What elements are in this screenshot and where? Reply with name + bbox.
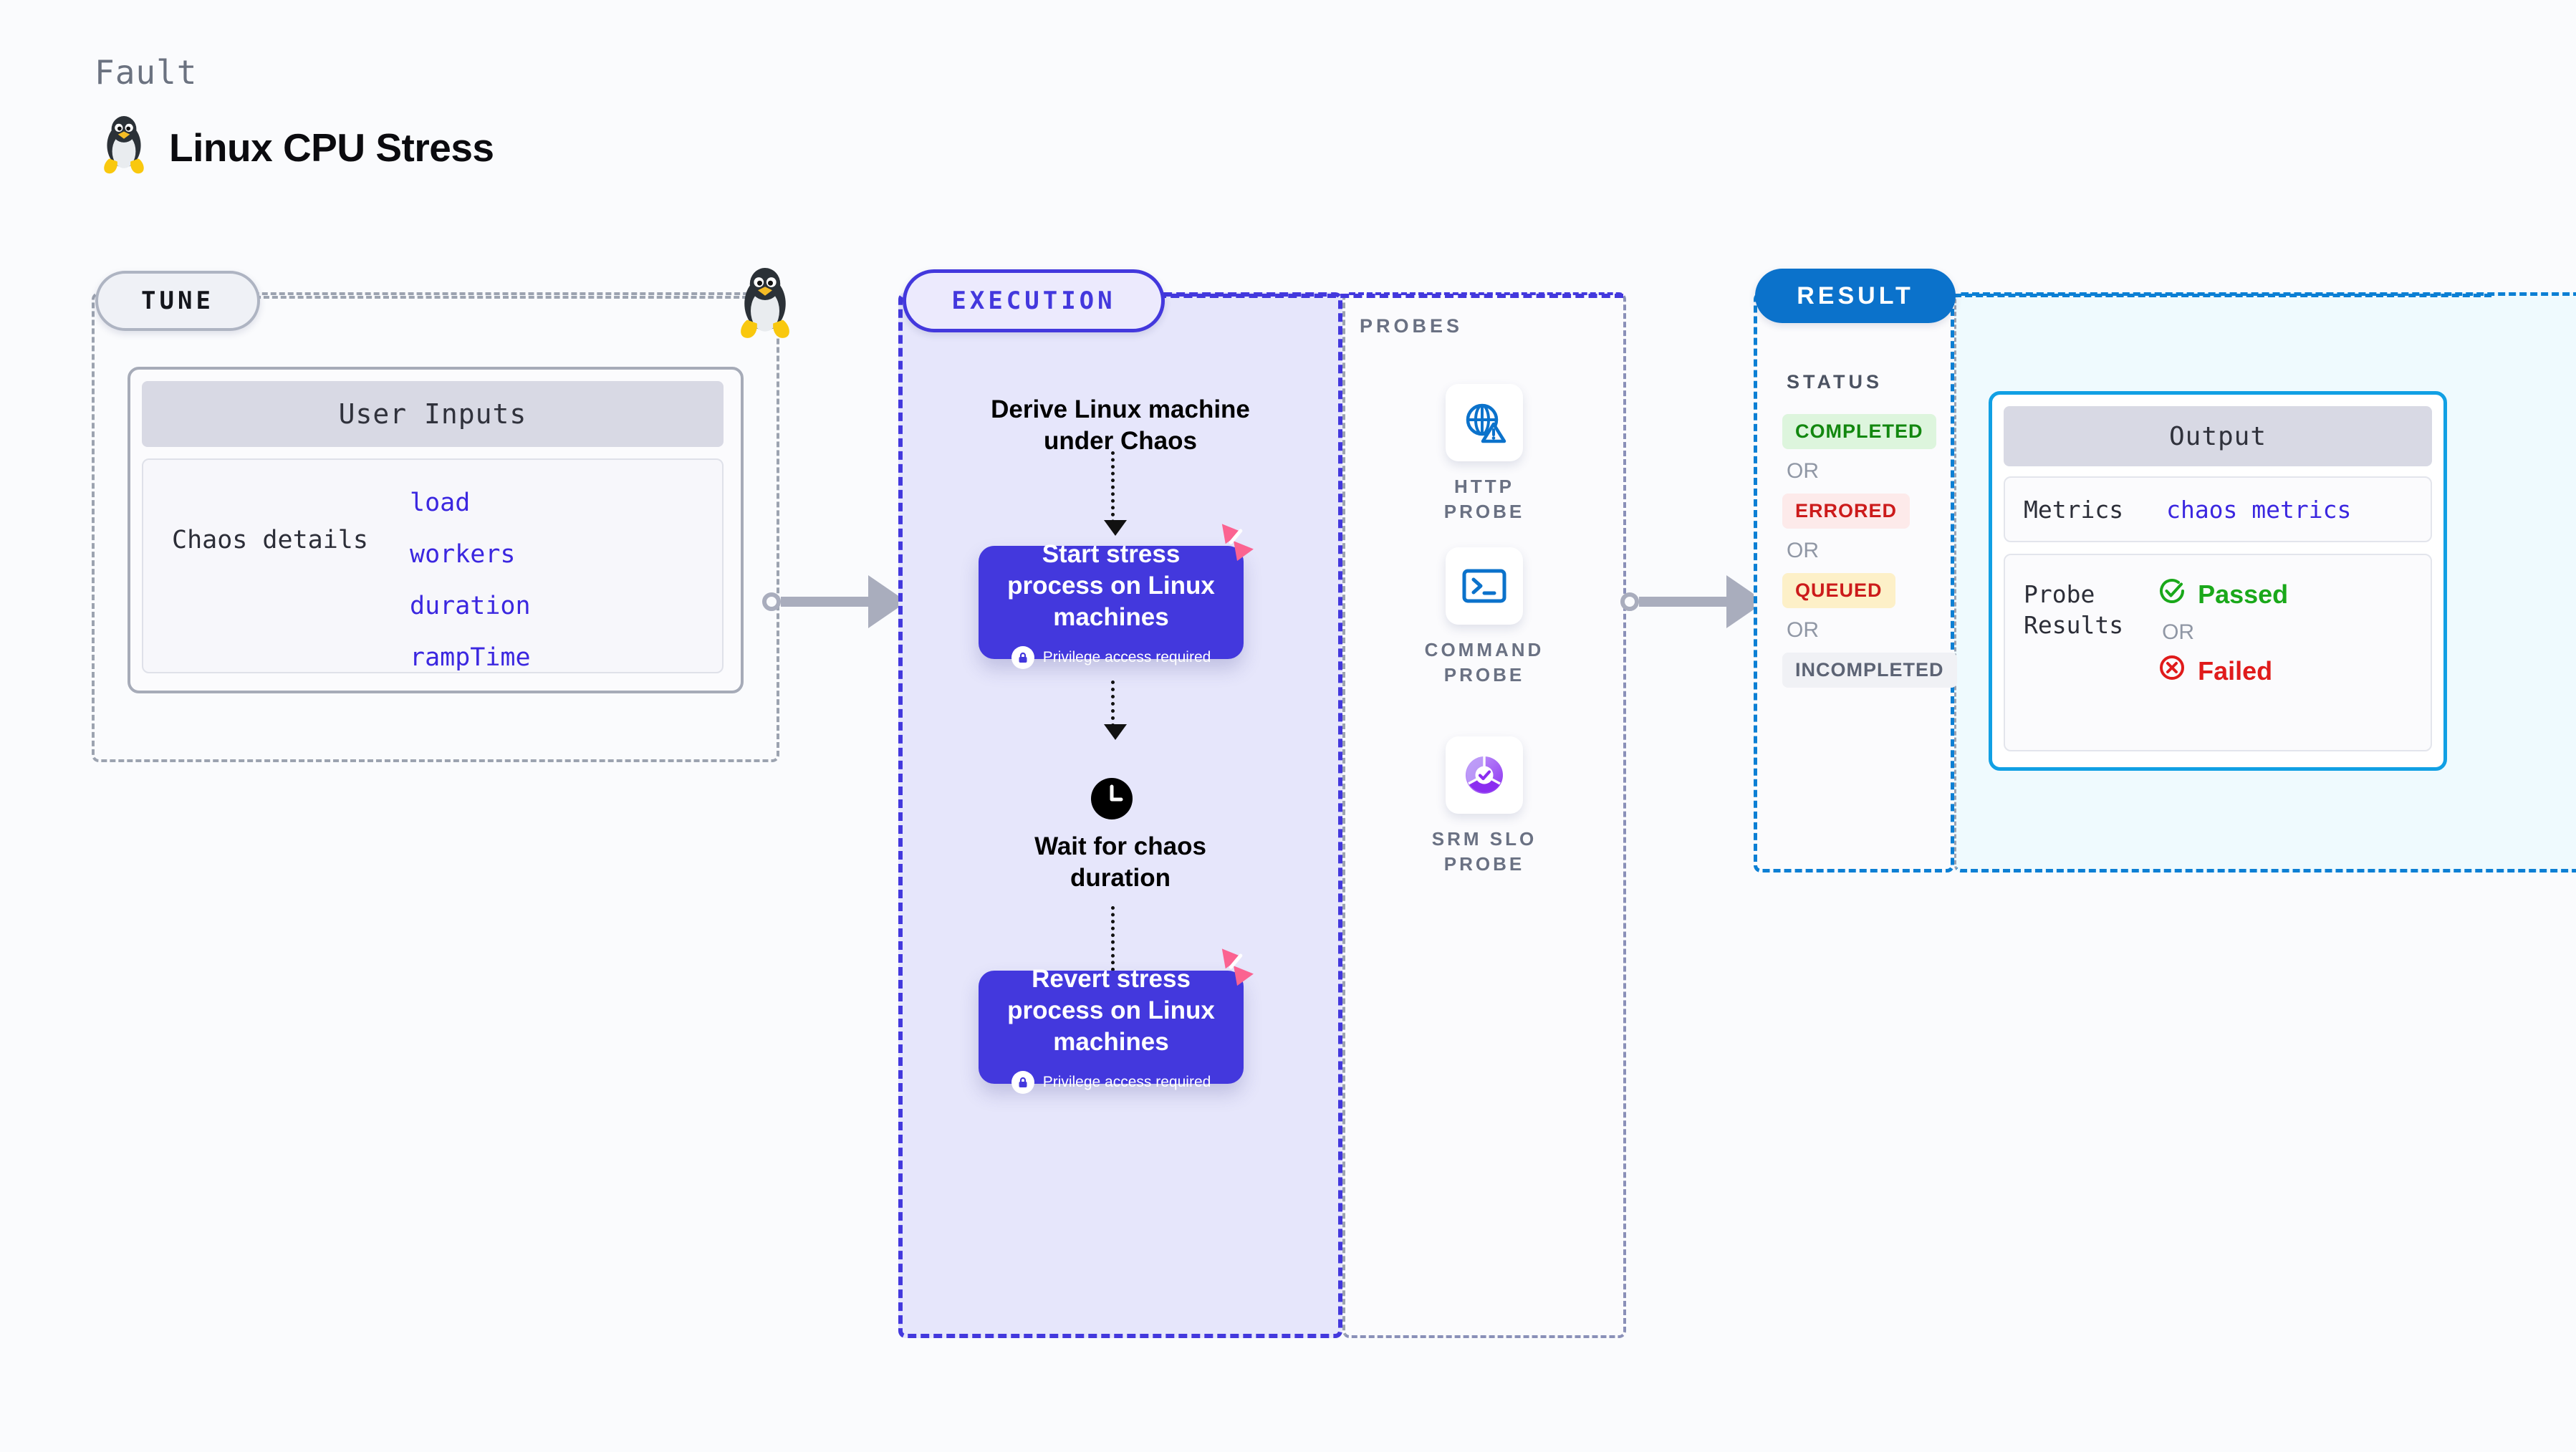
execution-top-dash-line <box>1158 294 1623 298</box>
derive-machine-text: Derive Linux machine under Chaos <box>991 395 1250 455</box>
param-load[interactable]: load <box>410 489 471 517</box>
probe-label: HTTP PROBE <box>1443 476 1525 523</box>
probe-results-label: Probe Results <box>2024 580 2124 639</box>
tune-pill-label: TUNE <box>141 287 214 315</box>
linux-penguin-icon <box>100 115 148 180</box>
result-pill-label: RESULT <box>1797 282 1914 309</box>
node-title: Start stress process on Linux machines <box>1007 540 1215 631</box>
lock-icon <box>1011 645 1034 669</box>
tune-top-dash-line <box>255 296 756 299</box>
chaos-details-label: Chaos details <box>172 526 368 554</box>
status-badge-completed: COMPLETED <box>1782 414 1936 449</box>
result-section-pill[interactable]: RESULT <box>1755 269 1956 323</box>
page-title-row: Linux CPU Stress <box>100 115 494 180</box>
privilege-notice: Privilege access required <box>1011 645 1211 669</box>
globe-warning-icon <box>1446 384 1523 461</box>
slo-donut-check-icon <box>1446 736 1523 814</box>
wait-text: Wait for chaos duration <box>1034 832 1206 892</box>
probe-http[interactable]: HTTP PROBE <box>1418 384 1550 524</box>
status-badge-errored: ERRORED <box>1782 494 1911 529</box>
privilege-text: Privilege access required <box>1042 1073 1211 1090</box>
metrics-row: Metrics chaos metrics <box>2004 476 2432 542</box>
metrics-value[interactable]: chaos metrics <box>2166 495 2352 524</box>
probes-section-label: PROBES <box>1360 315 1464 337</box>
status-badge-incompleted: INCOMPLETED <box>1782 653 1957 688</box>
page-title: Linux CPU Stress <box>169 125 494 170</box>
tune-section <box>92 292 779 762</box>
derive-machine-step-label: Derive Linux machine under Chaos <box>956 394 1285 457</box>
status-or-2: OR <box>1787 539 1819 562</box>
connector-start-dot <box>762 592 781 611</box>
execution-pill-label: EXECUTION <box>951 287 1116 315</box>
probe-result-or: OR <box>2162 620 2195 644</box>
privilege-notice: Privilege access required <box>1011 1070 1211 1094</box>
probe-result-passed: Passed <box>2158 577 2288 612</box>
failed-label: Failed <box>2198 655 2273 686</box>
connector-tune-to-execution <box>762 575 921 628</box>
connector-line <box>1639 597 1726 607</box>
linux-penguin-icon <box>736 265 794 342</box>
passed-label: Passed <box>2198 579 2289 609</box>
connector-line <box>781 597 868 607</box>
node-title: Revert stress process on Linux machines <box>1007 965 1215 1056</box>
probe-label: SRM SLO PROBE <box>1431 828 1537 875</box>
status-or-1: OR <box>1787 459 1819 483</box>
lock-icon <box>1011 1070 1034 1094</box>
status-options-list: COMPLETED OR ERRORED OR QUEUED OR INCOMP… <box>1782 414 1957 688</box>
flow-arrow-icon <box>1104 681 1127 740</box>
node-start-stress-process[interactable]: Start stress process on Linux machines P… <box>979 524 1254 669</box>
check-circle-icon <box>2158 577 2186 612</box>
terminal-icon <box>1446 547 1523 625</box>
x-circle-icon <box>2158 653 2186 688</box>
param-duration[interactable]: duration <box>410 592 531 620</box>
tune-section-pill[interactable]: TUNE <box>95 271 260 331</box>
probe-label: COMMAND PROBE <box>1424 639 1544 686</box>
output-header: Output <box>2004 406 2432 466</box>
probes-section <box>1342 292 1626 1338</box>
execution-section-pill[interactable]: EXECUTION <box>903 269 1165 332</box>
status-or-3: OR <box>1787 618 1819 642</box>
output-card: Output Metrics chaos metrics Probe Resul… <box>1989 391 2447 771</box>
wait-for-chaos-duration-label: Wait for chaos duration <box>956 831 1285 894</box>
connector-start-dot <box>1620 592 1639 611</box>
probe-srm-slo[interactable]: SRM SLO PROBE <box>1418 736 1550 877</box>
page-kicker: Fault <box>95 53 198 92</box>
probe-result-failed: Failed <box>2158 653 2288 688</box>
param-ramptime[interactable]: rampTime <box>410 643 531 672</box>
probe-results-values: Passed OR Failed <box>2158 577 2288 750</box>
user-inputs-header: User Inputs <box>142 381 724 447</box>
privilege-text: Privilege access required <box>1042 648 1211 665</box>
metrics-label: Metrics <box>2024 495 2124 524</box>
flow-arrow-icon <box>1104 451 1127 536</box>
probe-command[interactable]: COMMAND PROBE <box>1418 547 1550 688</box>
user-inputs-body: Chaos details load workers duration ramp… <box>142 458 724 673</box>
param-workers[interactable]: workers <box>410 540 516 569</box>
node-revert-stress-process[interactable]: Revert stress process on Linux machines … <box>979 948 1254 1094</box>
user-inputs-card: User Inputs Chaos details load workers d… <box>128 367 744 693</box>
chaos-parameter-list: load workers duration rampTime <box>410 489 531 672</box>
harness-logo-icon <box>1212 948 1256 992</box>
status-label: STATUS <box>1787 371 1883 393</box>
status-badge-queued: QUEUED <box>1782 573 1895 608</box>
harness-logo-icon <box>1212 523 1256 567</box>
probe-results-row: Probe Results Passed OR <box>2004 554 2432 751</box>
result-top-dash-line <box>1954 294 2491 297</box>
clock-icon <box>1090 777 1133 820</box>
